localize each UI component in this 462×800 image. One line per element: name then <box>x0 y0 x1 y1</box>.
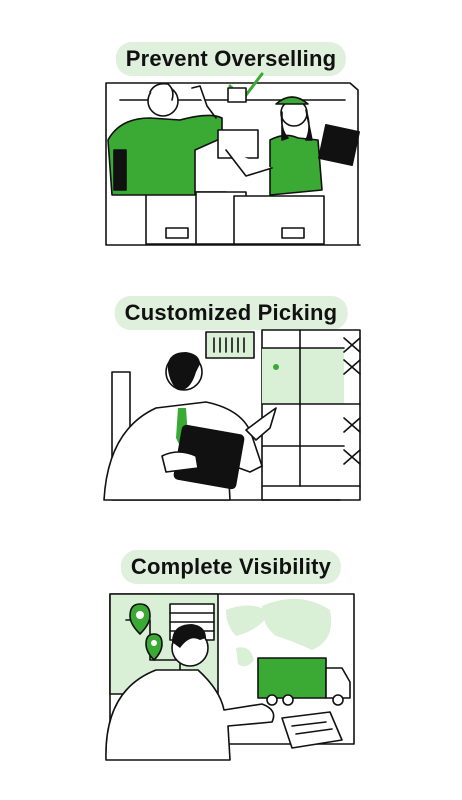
section-title: Prevent Overselling <box>115 42 347 76</box>
illustration-prevent-overselling <box>105 72 361 246</box>
section-title: Customized Picking <box>114 296 348 330</box>
illustration-complete-visibility <box>105 593 355 761</box>
section-prevent-overselling: Prevent Overselling <box>0 0 462 260</box>
illustration-customized-picking <box>103 329 361 501</box>
section-customized-picking: Customized Picking <box>0 260 462 520</box>
section-title: Complete Visibility <box>120 550 342 584</box>
section-complete-visibility: Complete Visibility <box>0 520 462 800</box>
